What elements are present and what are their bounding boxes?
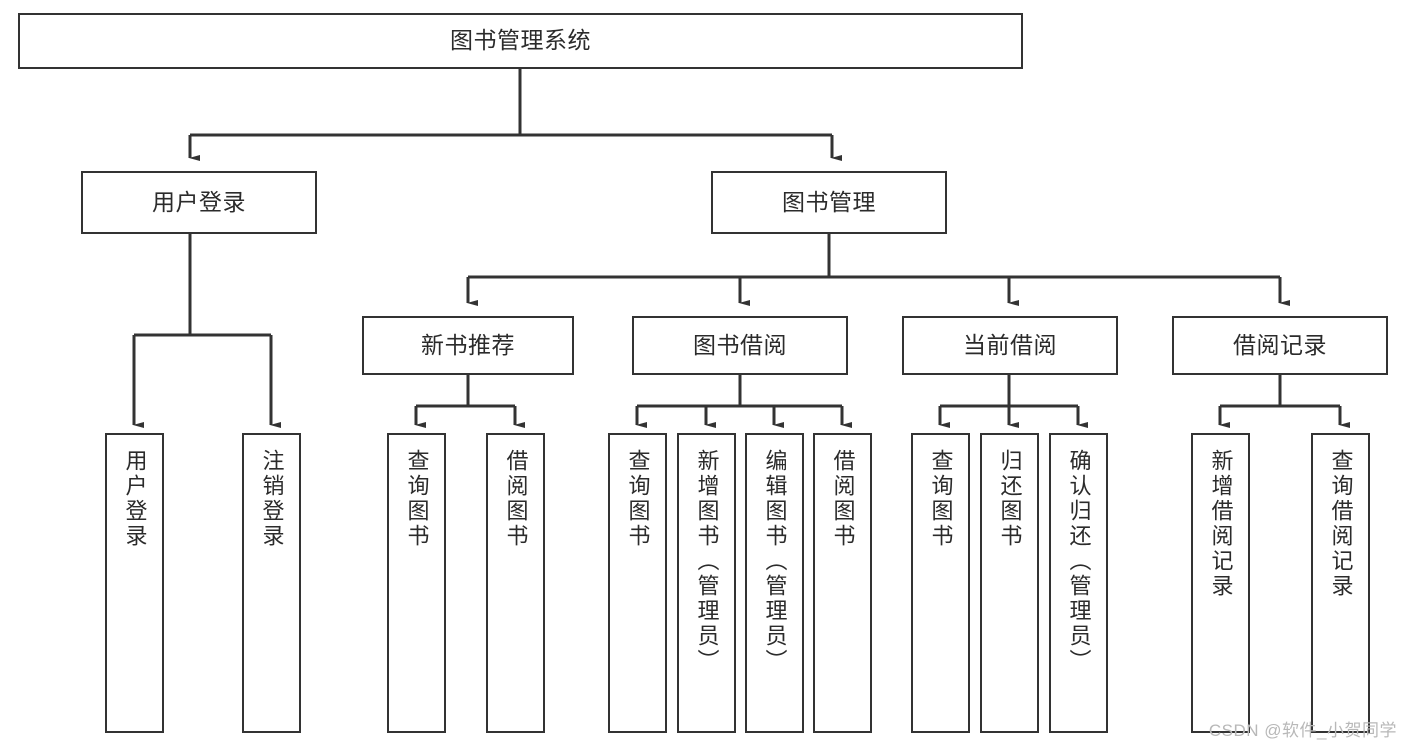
node-leaf-borrow-book-1[interactable]: 借阅图书 bbox=[486, 433, 545, 733]
node-leaf-add-record[interactable]: 新增借阅记录 bbox=[1191, 433, 1250, 733]
node-leaf-logout-login-label: 注销登录 bbox=[259, 449, 285, 549]
node-book-management-label: 图书管理 bbox=[782, 188, 876, 215]
node-new-book-recommend[interactable]: 新书推荐 bbox=[362, 316, 574, 375]
node-current-borrow[interactable]: 当前借阅 bbox=[902, 316, 1118, 375]
node-leaf-edit-book-label: 编辑图书（管理员） bbox=[762, 449, 788, 674]
node-leaf-user-login[interactable]: 用户登录 bbox=[105, 433, 164, 733]
node-leaf-borrow-book-2-label: 借阅图书 bbox=[830, 449, 856, 549]
node-leaf-edit-book[interactable]: 编辑图书（管理员） bbox=[745, 433, 804, 733]
node-book-borrow[interactable]: 图书借阅 bbox=[632, 316, 848, 375]
node-leaf-query-book-3[interactable]: 查询图书 bbox=[911, 433, 970, 733]
node-leaf-add-book[interactable]: 新增图书（管理员） bbox=[677, 433, 736, 733]
node-current-borrow-label: 当前借阅 bbox=[963, 331, 1057, 358]
node-leaf-query-record[interactable]: 查询借阅记录 bbox=[1311, 433, 1370, 733]
node-leaf-query-record-label: 查询借阅记录 bbox=[1328, 449, 1354, 599]
node-book-borrow-label: 图书借阅 bbox=[693, 331, 787, 358]
node-new-book-recommend-label: 新书推荐 bbox=[421, 331, 515, 358]
node-leaf-borrow-book-1-label: 借阅图书 bbox=[503, 449, 529, 549]
node-leaf-return-book-label: 归还图书 bbox=[997, 449, 1023, 549]
node-leaf-confirm-return[interactable]: 确认归还（管理员） bbox=[1049, 433, 1108, 733]
node-leaf-logout-login[interactable]: 注销登录 bbox=[242, 433, 301, 733]
node-leaf-add-book-label: 新增图书（管理员） bbox=[694, 449, 720, 674]
node-borrow-record[interactable]: 借阅记录 bbox=[1172, 316, 1388, 375]
node-borrow-record-label: 借阅记录 bbox=[1233, 331, 1327, 358]
node-leaf-query-book-1-label: 查询图书 bbox=[404, 449, 430, 549]
node-root-system[interactable]: 图书管理系统 bbox=[18, 13, 1023, 69]
node-user-login[interactable]: 用户登录 bbox=[81, 171, 317, 234]
node-leaf-borrow-book-2[interactable]: 借阅图书 bbox=[813, 433, 872, 733]
node-leaf-query-book-3-label: 查询图书 bbox=[928, 449, 954, 549]
node-leaf-query-book-2-label: 查询图书 bbox=[625, 449, 651, 549]
node-leaf-query-book-1[interactable]: 查询图书 bbox=[387, 433, 446, 733]
node-root-system-label: 图书管理系统 bbox=[450, 27, 591, 54]
node-leaf-return-book[interactable]: 归还图书 bbox=[980, 433, 1039, 733]
node-user-login-label: 用户登录 bbox=[152, 188, 246, 215]
node-leaf-add-record-label: 新增借阅记录 bbox=[1208, 449, 1234, 599]
node-book-management[interactable]: 图书管理 bbox=[711, 171, 947, 234]
node-leaf-query-book-2[interactable]: 查询图书 bbox=[608, 433, 667, 733]
node-leaf-confirm-return-label: 确认归还（管理员） bbox=[1066, 449, 1092, 674]
node-leaf-user-login-label: 用户登录 bbox=[122, 449, 148, 549]
